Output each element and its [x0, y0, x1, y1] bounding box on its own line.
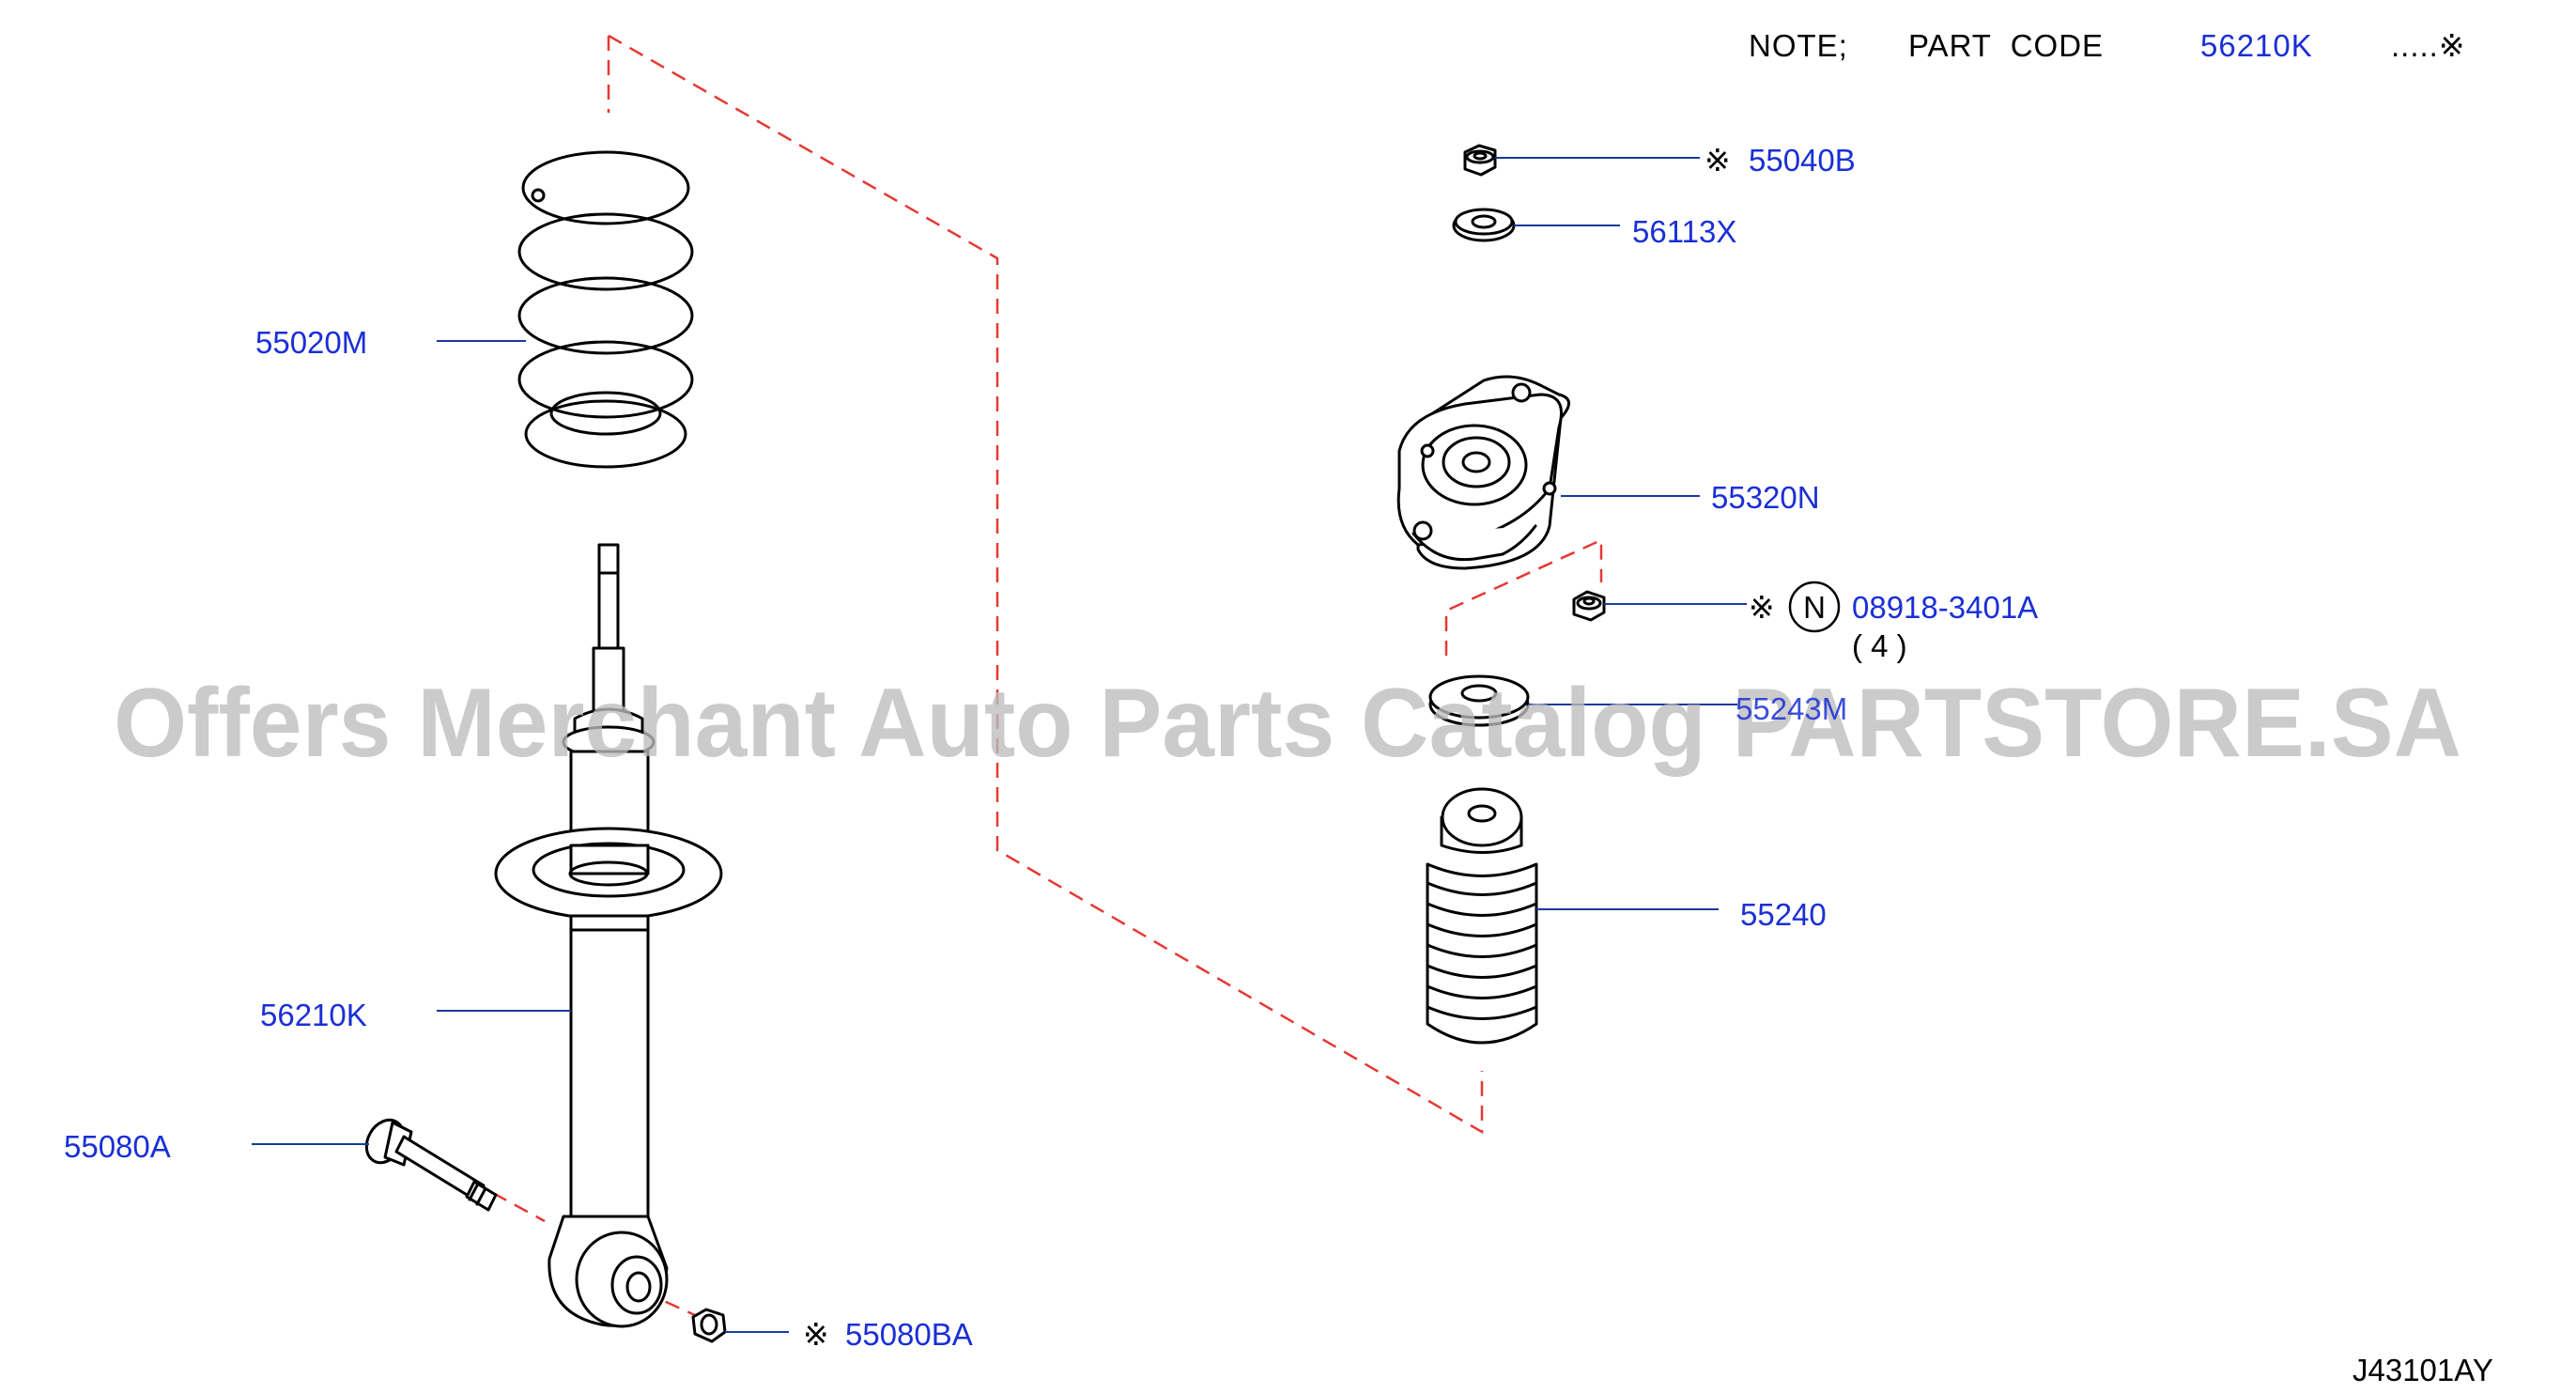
shock-absorber-drawing — [494, 543, 723, 1328]
mark-55040B: ※ — [1704, 143, 1731, 178]
note-prefix: NOTE; — [1749, 28, 1848, 63]
n-prefix: N — [1803, 590, 1826, 625]
bump-stopper-drawing — [1426, 787, 1538, 1045]
note-code[interactable]: 56210K — [2200, 28, 2313, 63]
note-suffix: .....※ — [2391, 28, 2466, 63]
label-55040B[interactable]: 55040B — [1749, 143, 1856, 178]
n-circle-badge — [1788, 581, 1841, 633]
mark-08918-3401A: ※ — [1749, 590, 1775, 625]
diagram-code: J43101AY — [2352, 1353, 2493, 1387]
part-labels: ※ 55040B 56113X 55020M 55320N ※ N 08918-… — [64, 143, 2493, 1387]
seat-drawing — [1428, 674, 1530, 727]
label-08918-3401A[interactable]: 08918-3401A — [1852, 590, 2038, 625]
label-55320N[interactable]: 55320N — [1711, 480, 1820, 515]
label-56210K[interactable]: 56210K — [260, 998, 367, 1032]
bolt-drawing — [364, 1118, 498, 1212]
mark-55080BA: ※ — [803, 1317, 829, 1352]
mount-nut-drawing — [1572, 590, 1606, 622]
label-56113X[interactable]: 56113X — [1632, 214, 1736, 249]
watermark-text: Offers Merchant Auto Parts Catalog PARTS… — [114, 669, 2461, 778]
note-label: PART CODE — [1908, 28, 2104, 63]
lower-nut-drawing — [691, 1308, 727, 1343]
label-55243M[interactable]: 55243M — [1735, 691, 1847, 726]
top-nut-drawing — [1463, 144, 1497, 177]
watermark: Offers Merchant Auto Parts Catalog PARTS… — [114, 669, 2461, 778]
label-55240[interactable]: 55240 — [1740, 897, 1827, 932]
label-55080BA[interactable]: 55080BA — [845, 1317, 973, 1352]
label-55080A[interactable]: 55080A — [64, 1129, 171, 1164]
leader-lines — [252, 157, 1747, 1333]
strut-mount-drawing — [1396, 375, 1570, 570]
washer-drawing — [1452, 208, 1516, 242]
note: NOTE; PART CODE 56210K .....※ — [1749, 28, 2466, 63]
label-55020M[interactable]: 55020M — [255, 325, 367, 360]
coil-spring-drawing — [517, 150, 694, 469]
quantity-08918-3401A: ( 4 ) — [1852, 628, 1907, 663]
